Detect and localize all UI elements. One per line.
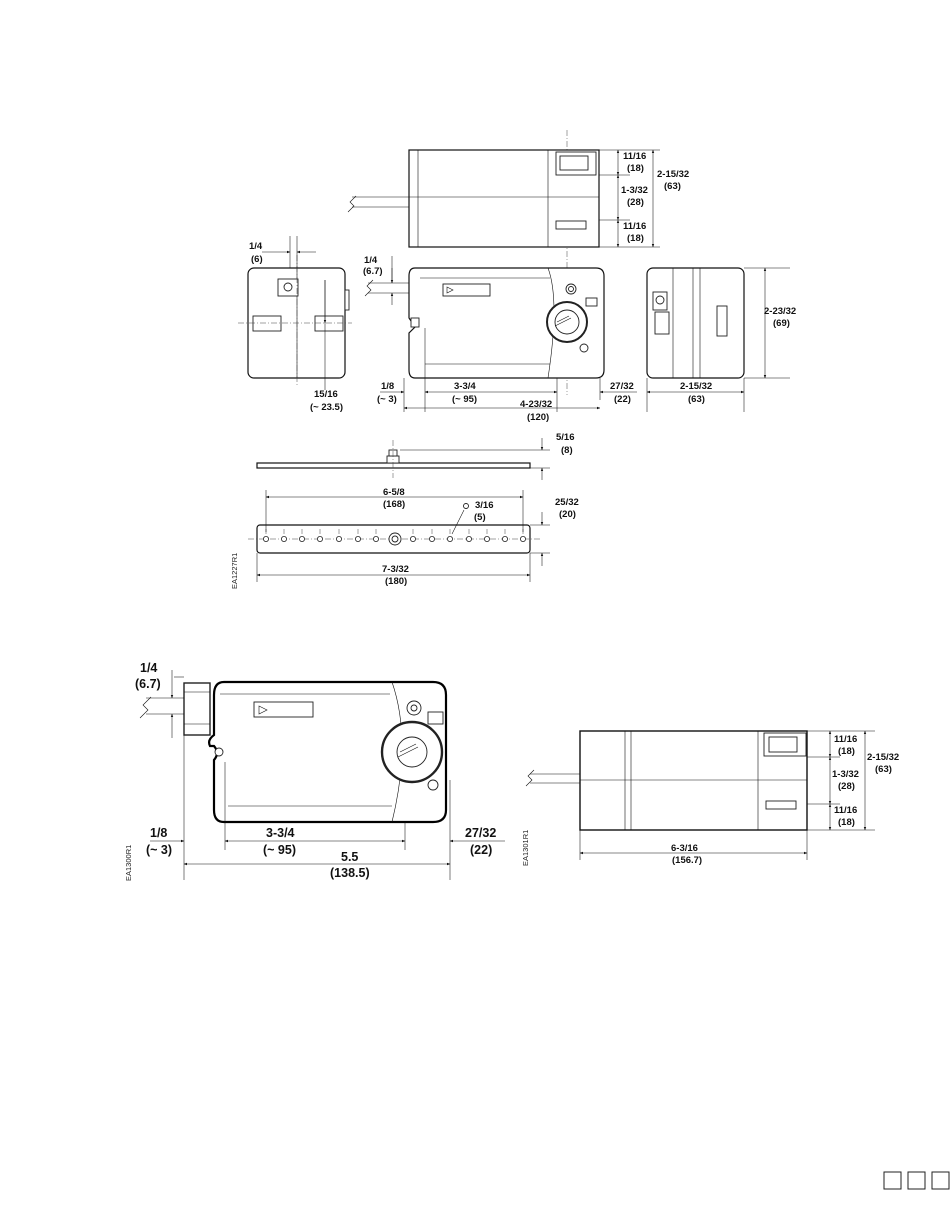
- left-side-view: 1/4 (6) 15/16 (~ 23.5): [238, 236, 352, 413]
- top-total-mm: (63): [664, 181, 681, 192]
- front-b: 3-3/4: [454, 381, 476, 392]
- figure-3-top-view: 11/16 (18) 1-3/32 (28) 11/16 (18) 2-15/3…: [521, 730, 899, 866]
- fig3-h1: 11/16: [834, 734, 857, 745]
- lever-hole: [298, 536, 305, 543]
- figure-2-front-view: 1/4 (6.7) 1/8 (~ 3) 3-3/4 (~ 95) 27/32 (…: [124, 661, 505, 881]
- figure-3-code: EA1301R1: [521, 830, 530, 866]
- left-offset: 15/16: [314, 389, 338, 400]
- left-w: 1/4: [249, 241, 263, 252]
- fig2-shaft: 1/4: [140, 661, 157, 675]
- lever-hole: [501, 536, 508, 543]
- fig3-h3: 11/16: [834, 805, 857, 816]
- lever-top-view: 6-5/8 (168) 3/16 (5) 25/32 (20) 7-3/32 (…: [248, 487, 579, 587]
- lever-hole: [354, 536, 361, 543]
- front-view: 1/4 (6.7) 1/8 (~ 3) 3-3/4 (~ 95) 27/32 (…: [363, 255, 637, 423]
- top-h1-mm: (18): [627, 163, 644, 174]
- fig3-h2-mm: (28): [838, 781, 855, 792]
- lever-thickness-mm: (8): [561, 445, 573, 456]
- lever-hole: [280, 536, 287, 543]
- fig2-a-mm: (~ 3): [146, 843, 172, 857]
- fig3-length-mm: (156.7): [672, 855, 702, 866]
- lever-hole: [465, 536, 472, 543]
- lever-holes: [262, 529, 527, 543]
- lever-hole: [316, 536, 323, 543]
- front-shaft: 1/4: [364, 255, 378, 266]
- lever-hole: [483, 536, 490, 543]
- right-height-mm: (69): [773, 318, 790, 329]
- right-width-mm: (63): [688, 394, 705, 405]
- fig3-h1-mm: (18): [838, 746, 855, 757]
- front-total-mm: (120): [527, 412, 549, 423]
- lever-length: 7-3/32: [382, 564, 409, 575]
- lever-hole: [262, 536, 269, 543]
- fig2-total-mm: (138.5): [330, 866, 370, 880]
- right-side-view: 2-23/32 (69) 2-15/32 (63): [646, 267, 796, 412]
- top-h1: 11/16: [623, 151, 646, 162]
- figure-2-code: EA1300R1: [124, 845, 133, 881]
- fig2-c-mm: (22): [470, 843, 492, 857]
- lever-hole-dia-mm: (5): [474, 512, 486, 523]
- fig2-b-mm: (~ 95): [263, 843, 296, 857]
- lever-hole: [335, 536, 342, 543]
- top-h3-mm: (18): [627, 233, 644, 244]
- lever-holes-span-mm: (168): [383, 499, 405, 510]
- top-view: 11/16 (18) 1-3/32 (28) 11/16 (18) 2-15/3…: [347, 130, 689, 395]
- figure-1-actuator-views: 11/16 (18) 1-3/32 (28) 11/16 (18) 2-15/3…: [230, 130, 796, 589]
- front-b-mm: (~ 95): [452, 394, 477, 405]
- fig3-h3-mm: (18): [838, 817, 855, 828]
- top-h2-mm: (28): [627, 197, 644, 208]
- fig3-total-mm: (63): [875, 764, 892, 775]
- lever-hole: [372, 536, 379, 543]
- right-width: 2-15/32: [680, 381, 712, 392]
- fig3-total: 2-15/32: [867, 752, 899, 763]
- lever-hole: [428, 536, 435, 543]
- lever-hole: [520, 536, 527, 543]
- front-shaft-mm: (6.7): [363, 266, 383, 277]
- top-h2: 1-3/32: [621, 185, 648, 196]
- fig3-h2: 1-3/32: [832, 769, 859, 780]
- lever-holes-span: 6-5/8: [383, 487, 405, 498]
- front-c-mm: (22): [614, 394, 631, 405]
- lever-side-view: 5/16 (8): [256, 432, 575, 480]
- figure-1-code: EA1227R1: [230, 553, 239, 589]
- lever-length-mm: (180): [385, 576, 407, 587]
- page-corner-boxes: [883, 1171, 950, 1190]
- right-height: 2-23/32: [764, 306, 796, 317]
- top-h3: 11/16: [623, 221, 646, 232]
- front-a-mm: (~ 3): [377, 394, 397, 405]
- fig2-shaft-mm: (6.7): [135, 677, 161, 691]
- front-total: 4-23/32: [520, 399, 552, 410]
- fig3-length: 6-3/16: [671, 843, 698, 854]
- fig2-total: 5.5: [341, 850, 358, 864]
- lever-thickness: 5/16: [556, 432, 575, 443]
- fig2-b: 3-3/4: [266, 826, 295, 840]
- fig2-c: 27/32: [465, 826, 496, 840]
- top-total: 2-15/32: [657, 169, 689, 180]
- front-a: 1/8: [381, 381, 394, 392]
- lever-width-mm: (20): [559, 509, 576, 520]
- left-offset-mm: (~ 23.5): [310, 402, 343, 413]
- fig2-a: 1/8: [150, 826, 167, 840]
- lever-hole: [446, 536, 453, 543]
- lever-hole-dia: 3/16: [475, 500, 494, 511]
- lever-hole: [409, 536, 416, 543]
- lever-width: 25/32: [555, 497, 579, 508]
- front-c: 27/32: [610, 381, 634, 392]
- left-w-mm: (6): [251, 254, 263, 265]
